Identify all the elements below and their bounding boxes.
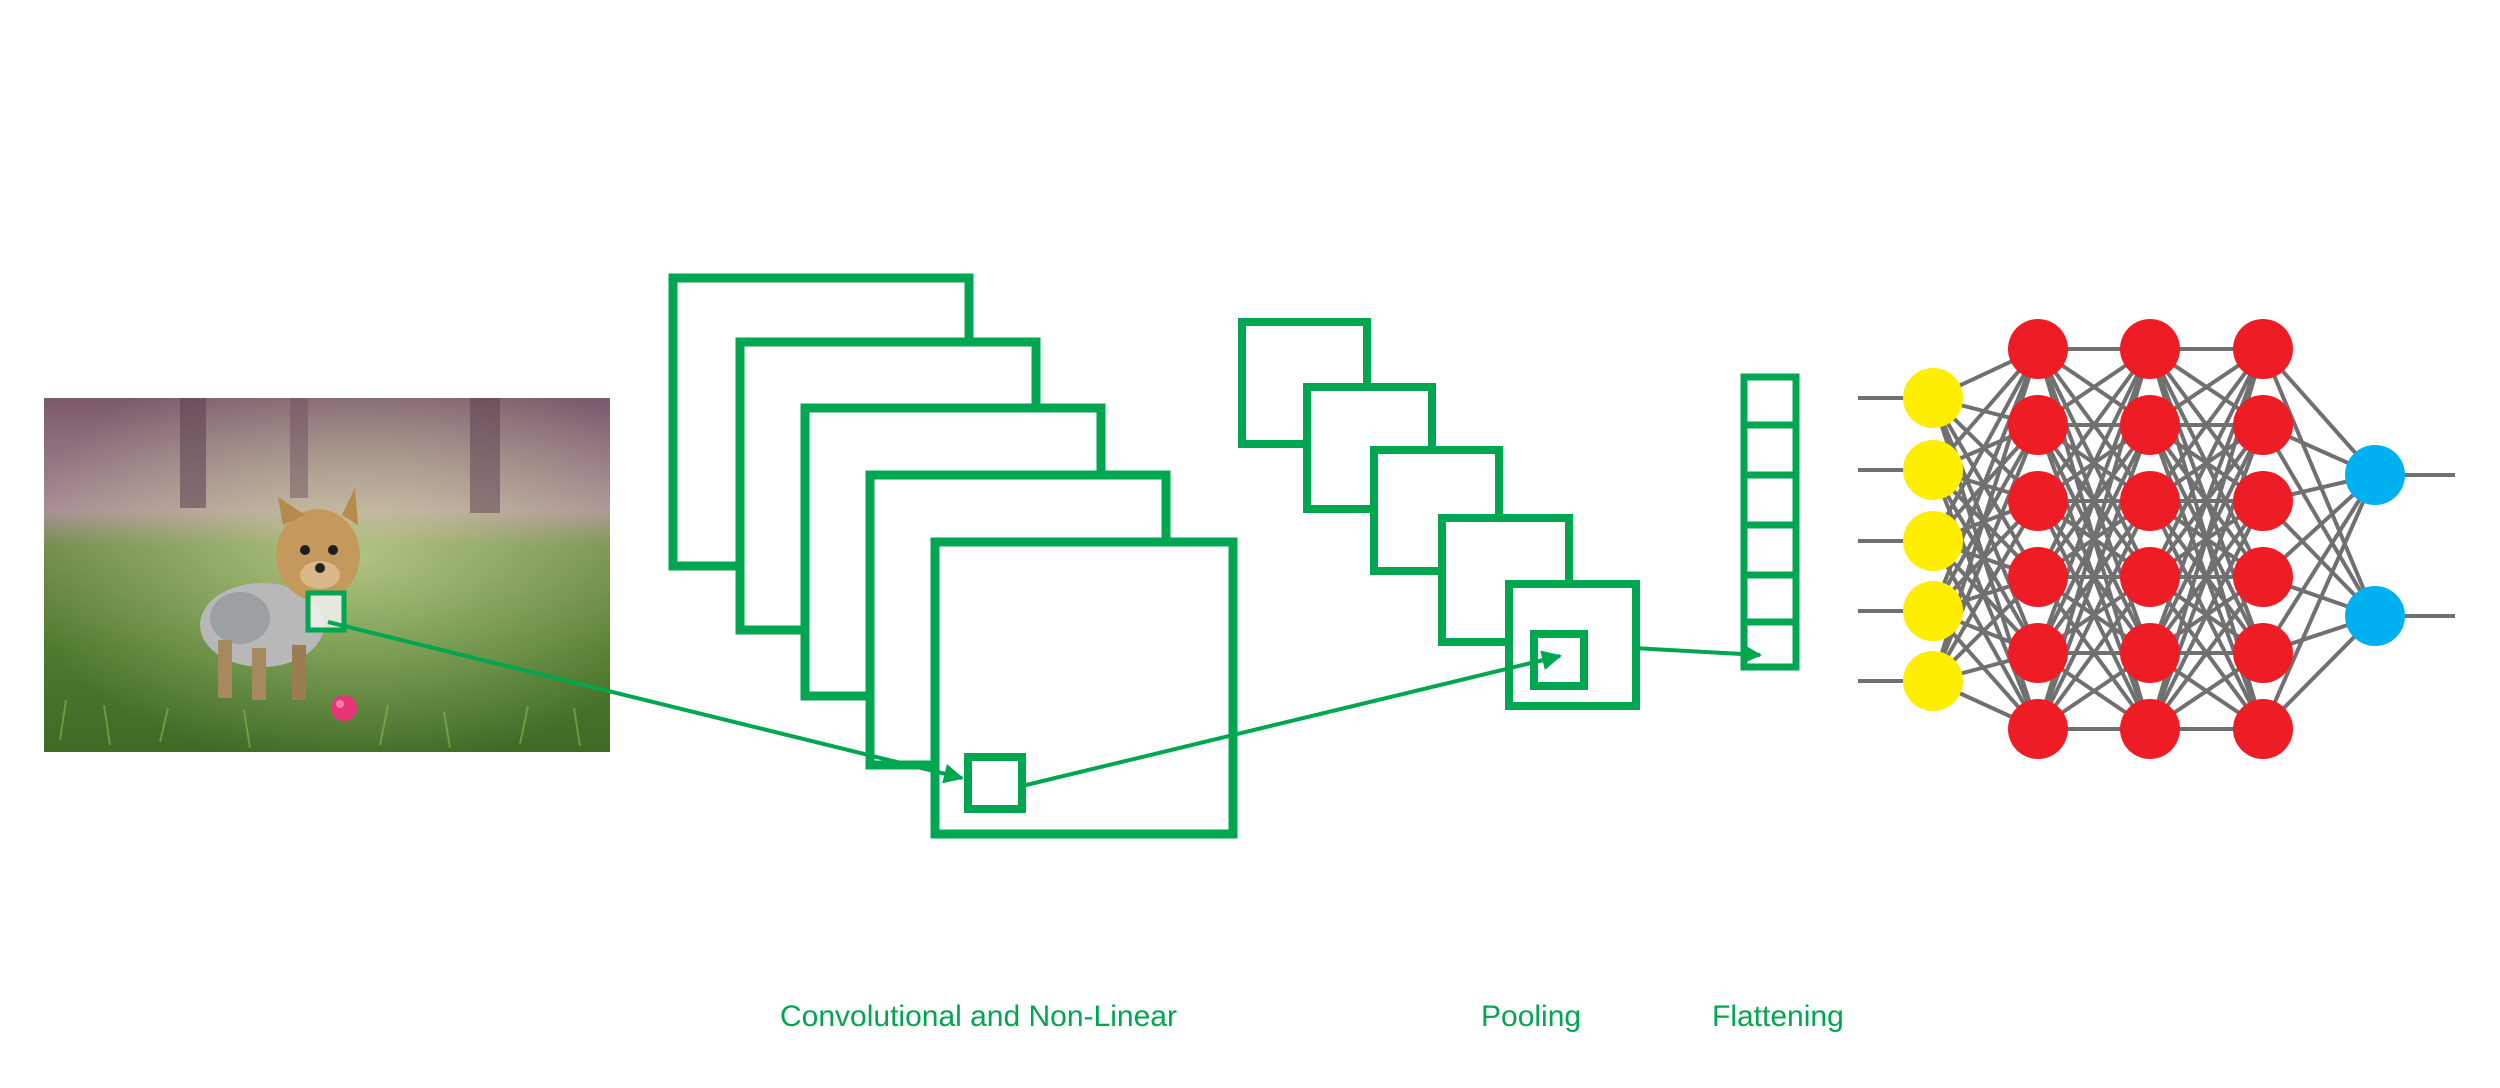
network-edge xyxy=(2261,348,2377,617)
network-edge xyxy=(1931,499,2040,683)
network-edge xyxy=(2036,348,2152,654)
hidden-node xyxy=(2120,623,2180,683)
network-edge xyxy=(2036,348,2152,578)
network-edge xyxy=(2036,575,2152,731)
hidden-node xyxy=(2233,319,2293,379)
network-edge xyxy=(2148,500,2265,730)
input-node xyxy=(1903,440,1963,500)
hidden-node xyxy=(2008,471,2068,531)
hidden-node xyxy=(2233,547,2293,607)
network-edge xyxy=(2036,347,2152,503)
hidden-node xyxy=(2233,699,2293,759)
hidden-node xyxy=(2008,395,2068,455)
hidden-node xyxy=(2008,319,2068,379)
network-edge xyxy=(2148,347,2265,503)
output-node xyxy=(2345,445,2405,505)
network-edge xyxy=(1931,348,2040,542)
network-edge xyxy=(2148,575,2265,731)
hidden-node xyxy=(2233,395,2293,455)
flattened-vector xyxy=(1740,373,1800,671)
network-edge xyxy=(2261,423,2377,618)
input-node xyxy=(1903,581,1963,641)
arrow-conv-to-pool xyxy=(1021,650,1562,788)
feature-map xyxy=(930,537,1238,839)
label-pooling: Pooling xyxy=(1481,1000,1581,1033)
network-edge xyxy=(1931,424,2040,682)
hidden-node xyxy=(2233,623,2293,683)
pooling-feature-maps xyxy=(1238,318,1640,710)
network-edge xyxy=(2148,348,2265,578)
network-edge xyxy=(2261,473,2377,655)
network-edge xyxy=(2148,348,2265,654)
label-flattening: Flattening xyxy=(1712,1000,1844,1033)
arrow-image-to-conv xyxy=(327,620,964,784)
arrow-pool-to-flatten xyxy=(1633,644,1762,664)
network-edge xyxy=(2036,500,2152,730)
hidden-node xyxy=(2008,699,2068,759)
convolved-cell-box xyxy=(964,753,1026,813)
network-edge xyxy=(2261,474,2377,730)
output-node xyxy=(2345,586,2405,646)
network-edge xyxy=(1931,348,2040,612)
hidden-node xyxy=(2120,395,2180,455)
input-image xyxy=(44,398,610,752)
network-edge xyxy=(2036,424,2152,730)
hidden-node xyxy=(2120,319,2180,379)
input-node xyxy=(1903,368,1963,428)
hidden-node xyxy=(2120,547,2180,607)
network-edge xyxy=(1931,469,2040,654)
hidden-node xyxy=(2008,623,2068,683)
hidden-node xyxy=(2120,699,2180,759)
hidden-node xyxy=(2120,471,2180,531)
flow-arrows xyxy=(327,620,1762,788)
network-nodes xyxy=(1903,319,2405,759)
label-convolutional: Convolutional and Non-Linear xyxy=(780,1000,1177,1033)
convolution-feature-maps xyxy=(668,273,1238,839)
hidden-node xyxy=(2233,471,2293,531)
hidden-node xyxy=(2008,547,2068,607)
input-node xyxy=(1903,651,1963,711)
network-edge xyxy=(2148,424,2265,730)
pooled-cell-box xyxy=(1530,630,1588,690)
input-node xyxy=(1903,511,1963,571)
